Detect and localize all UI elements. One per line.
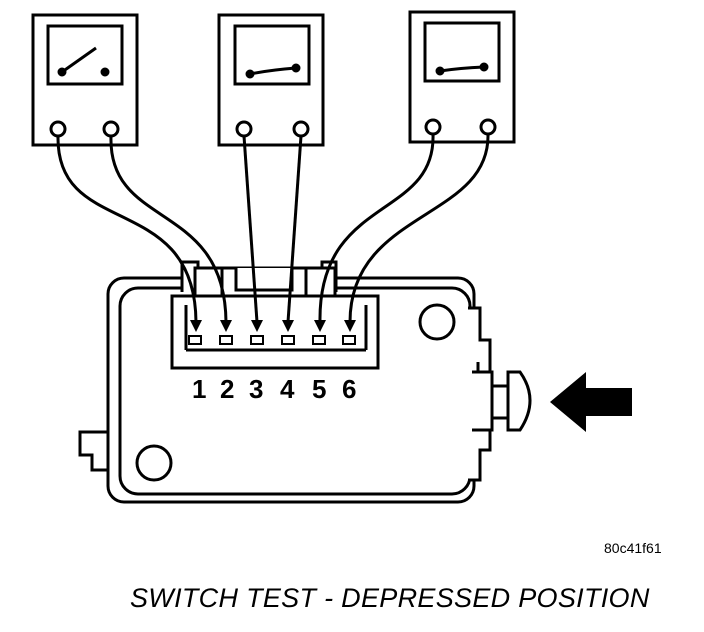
probe-leads — [56, 133, 490, 323]
caption: SWITCH TEST - DEPRESSED POSITION — [130, 583, 650, 613]
pin-label-5: 5 — [312, 374, 326, 404]
pin-label-6: 6 — [342, 374, 356, 404]
figure-id: 80c41f61 — [604, 540, 662, 556]
meter-3 — [408, 10, 516, 144]
pin-label-3: 3 — [249, 374, 263, 404]
meter-1 — [31, 13, 139, 147]
connector — [170, 260, 380, 370]
pin-label-2: 2 — [220, 374, 234, 404]
pin-label-4: 4 — [280, 374, 295, 404]
meter-2 — [217, 13, 325, 147]
pin-label-1: 1 — [192, 374, 206, 404]
pin-terminals — [188, 335, 356, 345]
probe-tips — [190, 320, 356, 332]
press-arrow-icon — [550, 372, 632, 432]
